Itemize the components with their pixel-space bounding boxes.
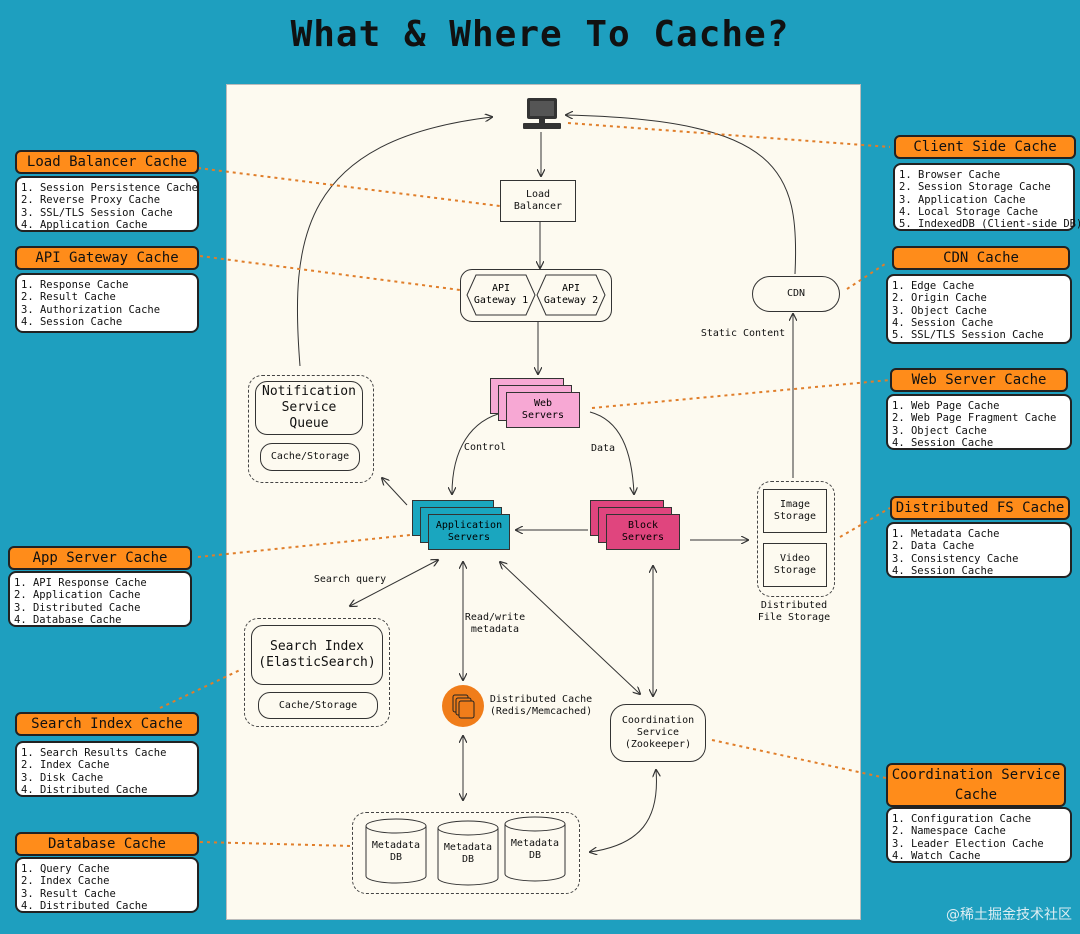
cache-list-api-gateway: 1. Response Cache 2. Result Cache 3. Aut…	[15, 273, 199, 333]
search-query-label: Search query	[313, 574, 387, 585]
distributed-cache-icon	[442, 685, 484, 727]
api-gateway-1: API Gateway 1	[466, 274, 536, 316]
list-item: 4. Session Cache	[892, 316, 994, 329]
image-storage: Image Storage	[763, 489, 827, 533]
list-item: 2. Application Cache	[14, 589, 141, 602]
cache-list-cdn: 1. Edge Cache 2. Origin Cache 3. Object …	[886, 274, 1072, 344]
list-item: 1. Query Cache	[21, 863, 110, 875]
cache-label-search-index: Search Index Cache	[15, 712, 199, 736]
list-item: 2. Origin Cache	[892, 292, 987, 305]
metadata-db-group	[352, 812, 580, 894]
distributed-file-storage-label: Distributed File Storage	[757, 600, 831, 623]
cache-list-app-server: 1. API Response Cache 2. Application Cac…	[8, 571, 192, 627]
list-item: 4. Session Cache	[21, 315, 123, 328]
api-gateway-2: API Gateway 2	[536, 274, 606, 316]
cache-list-client-side: 1. Browser Cache 2. Session Storage Cach…	[893, 163, 1080, 231]
cache-label-api-gateway: API Gateway Cache	[15, 246, 199, 270]
list-item: 2. Namespace Cache	[892, 825, 1006, 838]
distributed-file-storage	[757, 481, 835, 597]
list-item: 3. Leader Election Cache	[892, 837, 1044, 850]
computer-icon	[521, 97, 563, 131]
video-storage: Video Storage	[763, 543, 827, 587]
list-item: 1. Web Page Cache	[892, 400, 1000, 412]
metadata-db-1: Metadata DB	[365, 818, 427, 884]
list-item: 4. Session Cache	[892, 436, 994, 449]
list-item: 3. Distributed Cache	[14, 601, 141, 614]
cache-label-load-balancer: Load Balancer Cache	[15, 150, 199, 174]
list-item: 2. Index Cache	[21, 759, 110, 772]
search-index: Search Index (ElasticSearch)	[251, 625, 383, 685]
list-item: 1. Metadata Cache	[892, 528, 1000, 540]
static-content-label: Static Content	[700, 328, 786, 339]
list-item: 2. Web Page Fragment Cache	[892, 412, 1057, 425]
list-item: 4. Session Cache	[892, 564, 994, 577]
list-item: 1. Configuration Cache	[892, 813, 1032, 825]
notification-service-queue: Notification Service Queue	[255, 381, 363, 435]
data-label: Data	[590, 443, 616, 454]
list-item: 1. Session Persistence Cache	[21, 182, 199, 194]
cache-list-load-balancer: 1. Session Persistence Cache 2. Reverse …	[15, 176, 199, 232]
list-item: 4. Local Storage Cache	[899, 205, 1039, 218]
page-title: What & Where To Cache?	[290, 14, 790, 55]
distributed-cache-label: Distributed Cache (Redis/Memcached)	[489, 694, 593, 717]
search-cache-storage: Cache/Storage	[258, 692, 378, 719]
list-item: 3. Result Cache	[21, 887, 116, 900]
list-item: 1. Edge Cache	[892, 280, 975, 292]
list-item: 3. Object Cache	[892, 424, 987, 437]
list-item: 3. SSL/TLS Session Cache	[21, 206, 173, 219]
block-servers: Block Servers	[590, 500, 690, 560]
notification-cache-storage: Cache/Storage	[260, 443, 360, 471]
cache-label-app-server: App Server Cache	[8, 546, 192, 570]
list-item: 2. Index Cache	[21, 875, 110, 888]
metadata-db-label: Metadata DB	[443, 842, 493, 865]
cache-label-client-side: Client Side Cache	[894, 135, 1076, 159]
list-item: 1. Search Results Cache	[21, 747, 167, 759]
watermark: @稀土掘金技术社区	[946, 907, 1072, 923]
cache-label-web-server: Web Server Cache	[890, 368, 1068, 392]
metadata-db-label: Metadata DB	[371, 840, 421, 863]
list-item: 4. Watch Cache	[892, 849, 981, 862]
metadata-db-2: Metadata DB	[437, 820, 499, 886]
cache-list-web-server: 1. Web Page Cache 2. Web Page Fragment C…	[886, 394, 1072, 450]
list-item: 3. Application Cache	[899, 193, 1026, 206]
cache-label-distributed-fs: Distributed FS Cache	[890, 496, 1070, 520]
list-item: 2. Data Cache	[892, 540, 975, 553]
cache-list-distributed-fs: 1. Metadata Cache 2. Data Cache 3. Consi…	[886, 522, 1072, 578]
list-item: 4. Database Cache	[14, 613, 122, 626]
notification-service-group	[248, 375, 374, 483]
coordination-service: Coordination Service (Zookeeper)	[610, 704, 706, 762]
list-item: 3. Object Cache	[892, 304, 987, 317]
application-servers: Application Servers	[412, 500, 512, 556]
list-item: 4. Application Cache	[21, 218, 148, 231]
read-write-metadata-label: Read/write metadata	[464, 612, 526, 635]
list-item: 5. IndexedDB (Client-side DB)	[899, 218, 1080, 231]
cache-label-coordination-service: Coordination Service Cache	[886, 763, 1066, 807]
load-balancer: Load Balancer	[500, 180, 576, 222]
web-servers: Web Servers	[490, 378, 586, 432]
metadata-db-3: Metadata DB	[504, 816, 566, 882]
cache-list-database: 1. Query Cache 2. Index Cache 3. Result …	[15, 857, 199, 913]
metadata-db-label: Metadata DB	[510, 838, 560, 861]
cache-list-coordination-service: 1. Configuration Cache 2. Namespace Cach…	[886, 807, 1072, 863]
cache-list-search-index: 1. Search Results Cache 2. Index Cache 3…	[15, 741, 199, 797]
list-item: 1. API Response Cache	[14, 577, 147, 589]
cache-label-database: Database Cache	[15, 832, 199, 856]
list-item: 2. Result Cache	[21, 291, 116, 304]
search-index-group	[244, 618, 390, 727]
list-item: 2. Session Storage Cache	[899, 181, 1051, 194]
api-gateway-group	[460, 269, 612, 322]
list-item: 3. Disk Cache	[21, 771, 104, 784]
cdn: CDN	[752, 276, 840, 312]
list-item: 3. Consistency Cache	[892, 552, 1019, 565]
control-label: Control	[463, 442, 507, 453]
list-item: 3. Authorization Cache	[21, 303, 161, 316]
list-item: 2. Reverse Proxy Cache	[21, 194, 161, 207]
list-item: 5. SSL/TLS Session Cache	[892, 329, 1044, 342]
list-item: 4. Distributed Cache	[21, 899, 148, 912]
list-item: 4. Distributed Cache	[21, 783, 148, 796]
cache-label-cdn: CDN Cache	[892, 246, 1070, 270]
list-item: 1. Browser Cache	[899, 169, 1001, 181]
list-item: 1. Response Cache	[21, 279, 129, 291]
